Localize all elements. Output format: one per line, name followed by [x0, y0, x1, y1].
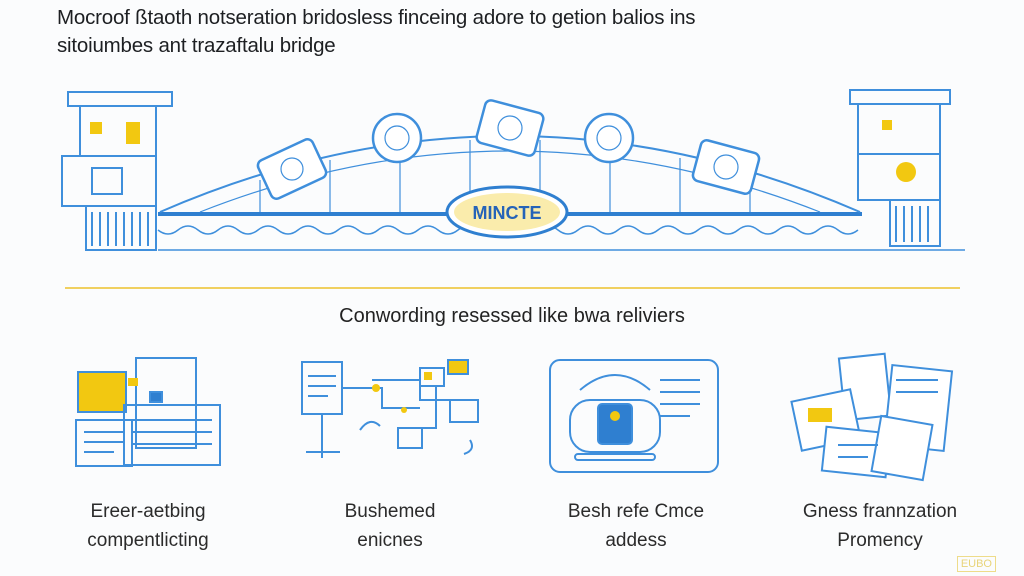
feature-2-line-1: Bushemed — [344, 501, 436, 522]
feature-4-line-1: Gness frannzation — [802, 501, 958, 522]
feature-label-3: Besh refe Cmce addess — [526, 497, 746, 555]
feature-3-line-2: addess — [605, 530, 667, 551]
bridge-center-label: MINCTE — [473, 203, 542, 223]
network-flow-icon — [301, 359, 479, 458]
feature-1-line-2: compentlicting — [87, 530, 209, 551]
secure-device-icon — [549, 359, 719, 473]
title-line-1: Mocroof ßtaoth notseration bridosless fi… — [57, 6, 696, 29]
documents-icon — [790, 352, 954, 482]
workstation-icon — [75, 357, 221, 467]
feature-3-line-1: Besh refe Cmce — [567, 501, 705, 522]
right-tower-icon — [849, 89, 951, 247]
title-line-2: sitoiumbes ant trazaftalu bridge — [57, 34, 336, 57]
feature-label-1: Ereer-aetbing compentlicting — [38, 497, 258, 555]
page-title: Mocroof ßtaoth notseration bridosless fi… — [57, 4, 696, 60]
section-subtitle: Conwording resessed like bwa reliviers — [339, 305, 685, 327]
left-tower-icon — [61, 91, 173, 251]
feature-2-line-2: enicnes — [357, 530, 423, 551]
feature-4-line-2: Promency — [837, 530, 923, 551]
watermark: EUBO — [956, 556, 996, 572]
feature-label-2: Bushemed enicnes — [280, 497, 500, 555]
feature-1-line-1: Ereer-aetbing — [90, 501, 206, 522]
